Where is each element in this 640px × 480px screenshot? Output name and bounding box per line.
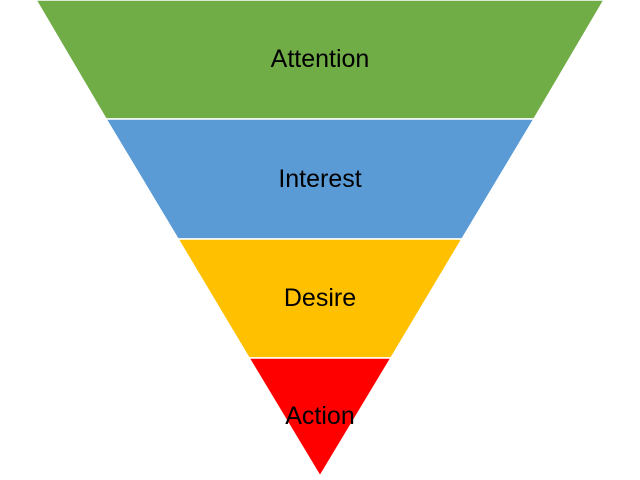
funnel-stage-action: Action: [247, 357, 393, 478]
funnel-stage-desire-label: Desire: [284, 284, 356, 312]
funnel-stage-interest: Interest: [104, 118, 536, 240]
funnel-stage-desire: Desire: [176, 238, 464, 359]
funnel-stage-action-label: Action: [285, 402, 354, 430]
funnel-stage-interest-label: Interest: [278, 165, 361, 193]
funnel-stage-action-shape: [247, 357, 393, 478]
funnel-stage-attention: Attention: [35, 0, 605, 120]
funnel-stage-attention-label: Attention: [271, 45, 370, 73]
